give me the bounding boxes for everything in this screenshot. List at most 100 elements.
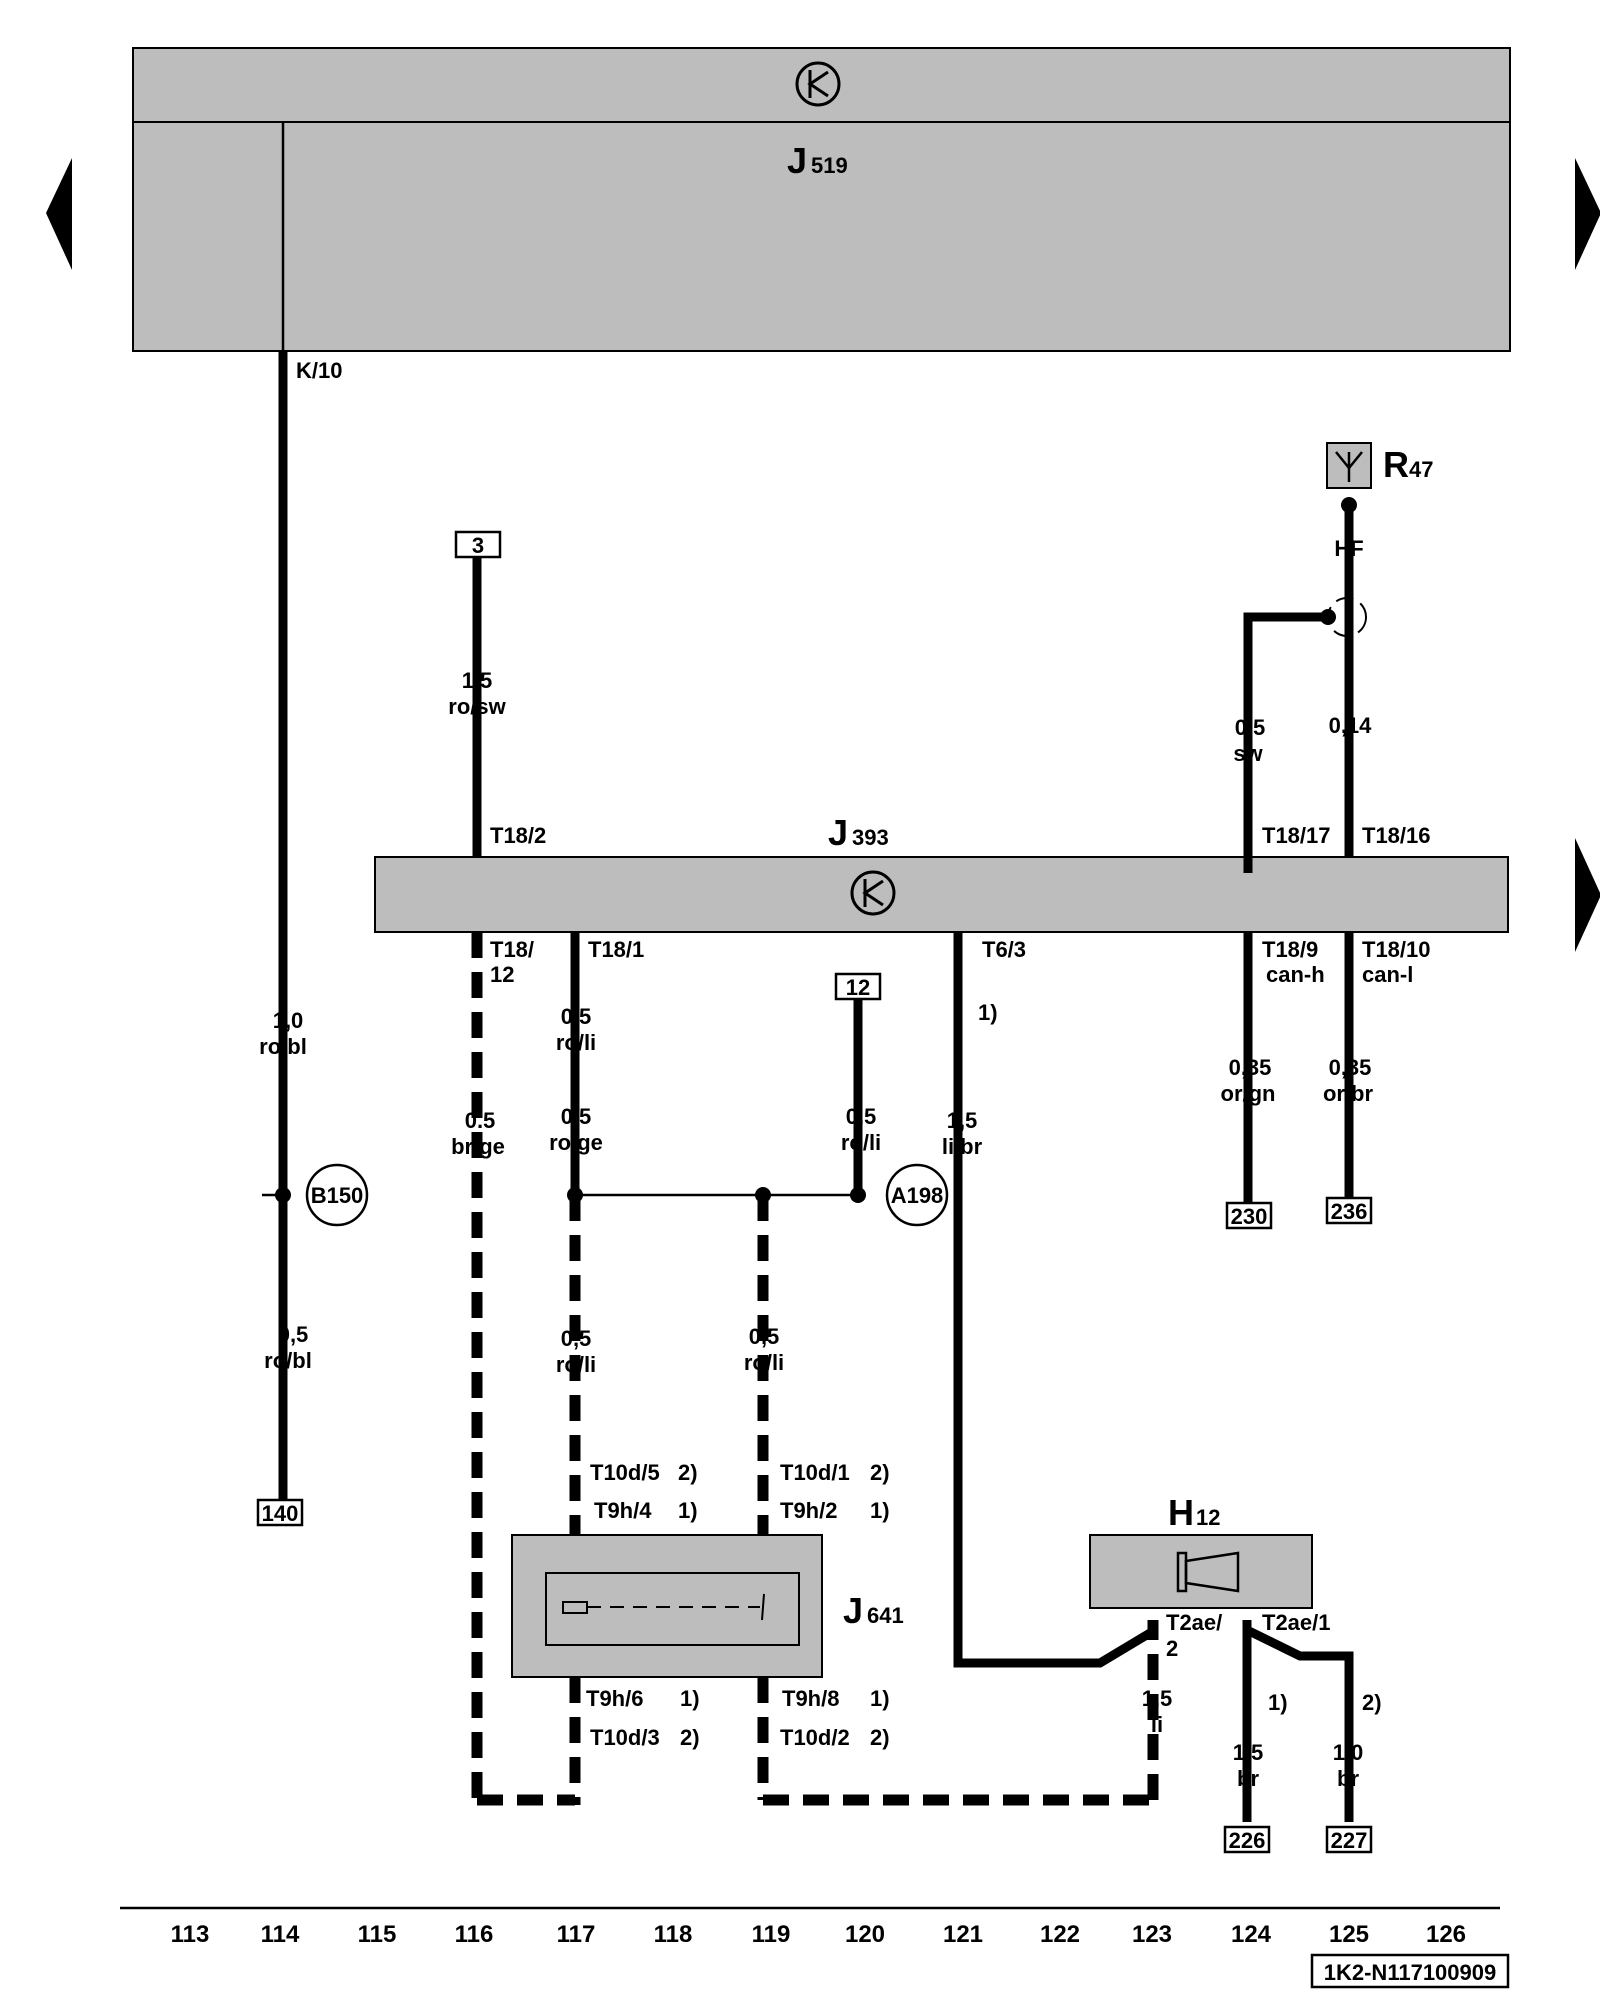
j519-number: 519 <box>811 153 848 178</box>
svg-text:1): 1) <box>870 1498 890 1523</box>
svg-text:ro/li: ro/li <box>744 1350 784 1375</box>
ref-box-227[interactable]: 227 <box>1325 1825 1373 1854</box>
column-number-126: 126 <box>1426 1921 1466 1948</box>
svg-text:230: 230 <box>1231 1204 1268 1229</box>
svg-text:0,5: 0,5 <box>1235 715 1266 740</box>
j393-letter: J <box>828 812 848 853</box>
svg-text:3: 3 <box>472 533 484 558</box>
column-number-114: 114 <box>261 1921 300 1948</box>
svg-text:0.5: 0.5 <box>465 1108 496 1133</box>
antenna-icon <box>1348 451 1363 469</box>
svg-text:2): 2) <box>870 1460 890 1485</box>
svg-text:1,0: 1,0 <box>1333 1740 1364 1765</box>
svg-text:br/ge: br/ge <box>451 1134 505 1159</box>
pin-t18-12-cont: 12 <box>490 962 514 987</box>
svg-text:br: br <box>1237 1766 1259 1791</box>
svg-text:2): 2) <box>870 1725 890 1750</box>
ref-box-236[interactable]: 236 <box>1325 1196 1373 1225</box>
component-h12: H 12 <box>1089 1492 1313 1609</box>
column-number-124: 124 <box>1231 1921 1272 1948</box>
pin-t10d-3: T10d/3 <box>590 1725 660 1750</box>
wire-labels: 1,0 ro/bl 0,5 ro/bl 1,5 ro/sw 0.5 br/ge … <box>259 668 1373 1791</box>
ref-box-3[interactable]: 3 <box>454 530 502 559</box>
footnote-markers: 2) 1) 2) 1) 1) 2) 1) 2) 1) 1) 2) <box>678 1000 1382 1750</box>
pin-t10d-2: T10d/2 <box>780 1725 850 1750</box>
svg-text:1): 1) <box>680 1686 700 1711</box>
j641-letter: J <box>843 1590 863 1631</box>
svg-text:B150: B150 <box>311 1183 364 1208</box>
pin-t18-17: T18/17 <box>1262 823 1331 848</box>
pin-t9h-8: T9h/8 <box>782 1686 839 1711</box>
svg-text:ro/bl: ro/bl <box>264 1348 312 1373</box>
svg-text:or/br: or/br <box>1323 1081 1374 1106</box>
pin-t10d-1: T10d/1 <box>780 1460 850 1485</box>
ref-box-140[interactable]: 140 <box>256 1498 304 1527</box>
svg-text:1): 1) <box>678 1498 698 1523</box>
column-number-115: 115 <box>358 1921 397 1948</box>
r47-letter: R <box>1383 444 1409 485</box>
component-j519: J 519 <box>132 47 1511 352</box>
svg-text:2): 2) <box>1362 1690 1382 1715</box>
svg-text:ro/ge: ro/ge <box>549 1130 603 1155</box>
column-number-119: 119 <box>752 1921 791 1948</box>
pin-t2ae-2: T2ae/ <box>1166 1610 1222 1635</box>
svg-text:0,14: 0,14 <box>1329 713 1373 738</box>
svg-text:1): 1) <box>870 1686 890 1711</box>
pin-t18-9: T18/9 <box>1262 937 1318 962</box>
wire-paths <box>278 122 1367 1822</box>
pin-t18-16: T18/16 <box>1362 823 1431 848</box>
pin-t18-10: T18/10 <box>1362 937 1431 962</box>
j393-number: 393 <box>852 825 889 850</box>
pin-t6-3: T6/3 <box>982 937 1026 962</box>
svg-text:2): 2) <box>680 1725 700 1750</box>
column-number-125: 125 <box>1329 1921 1369 1948</box>
svg-text:226: 226 <box>1229 1828 1266 1853</box>
relay-switch-icon <box>761 1593 765 1621</box>
ref-box-230[interactable]: 230 <box>1225 1201 1273 1230</box>
svg-text:br: br <box>1337 1766 1359 1791</box>
pin-t9h-2: T9h/2 <box>780 1498 837 1523</box>
svg-text:1,0: 1,0 <box>273 1008 304 1033</box>
prev-page-arrow-icon[interactable] <box>46 158 72 270</box>
svg-text:1,5: 1,5 <box>1233 1740 1264 1765</box>
diagram-code-box: 1K2-N117100909 <box>1310 1953 1510 1989</box>
connector-a198: A198 <box>885 1163 949 1227</box>
svg-text:0,5: 0,5 <box>278 1322 309 1347</box>
svg-text:1): 1) <box>1268 1690 1288 1715</box>
pin-can-l: can-l <box>1362 962 1413 987</box>
svg-text:ro/li: ro/li <box>841 1130 881 1155</box>
svg-text:227: 227 <box>1331 1828 1368 1853</box>
electronic-unit-icon <box>795 61 841 107</box>
svg-text:236: 236 <box>1331 1199 1368 1224</box>
svg-text:1,5: 1,5 <box>462 668 493 693</box>
svg-text:li/br: li/br <box>942 1134 983 1159</box>
pin-t9h-6: T9h/6 <box>586 1686 643 1711</box>
ref-box-12[interactable]: 12 <box>834 972 882 1001</box>
svg-text:2): 2) <box>678 1460 698 1485</box>
column-number-118: 118 <box>654 1921 693 1948</box>
splice-points <box>262 497 1357 1203</box>
component-j393: J 393 <box>374 812 1509 933</box>
next-page-arrow-icon[interactable] <box>1575 158 1600 270</box>
j519-letter: J <box>787 140 807 181</box>
component-r47: R 47 <box>1326 442 1433 489</box>
ref-box-226[interactable]: 226 <box>1223 1825 1271 1854</box>
pin-labels: K/10 T18/2 T18/17 T18/16 T18/ 12 T18/1 T… <box>296 358 1431 1750</box>
svg-text:sw: sw <box>1233 741 1263 766</box>
svg-text:0,5: 0,5 <box>846 1104 877 1129</box>
pin-t2ae-1: T2ae/1 <box>1262 1610 1331 1635</box>
next-page-arrow-icon-2[interactable] <box>1575 838 1600 952</box>
svg-text:140: 140 <box>262 1501 299 1526</box>
column-number-116: 116 <box>455 1921 494 1948</box>
pin-k10: K/10 <box>296 358 342 383</box>
svg-text:1): 1) <box>978 1000 998 1025</box>
svg-text:ro/sw: ro/sw <box>448 694 506 719</box>
connector-b150: B150 <box>305 1163 369 1227</box>
svg-text:0,5: 0,5 <box>561 1326 592 1351</box>
pin-t2ae-2-cont: 2 <box>1166 1636 1178 1661</box>
svg-text:0,5: 0,5 <box>561 1004 592 1029</box>
component-j641: J 641 <box>511 1534 904 1678</box>
